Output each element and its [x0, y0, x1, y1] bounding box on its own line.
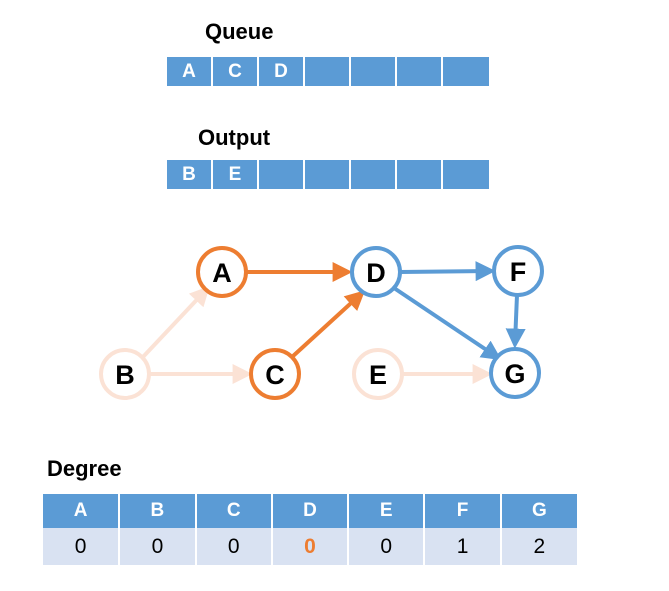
- output-strip: B E: [167, 160, 489, 189]
- output-cell[interactable]: [443, 160, 489, 189]
- degree-header-cell: A: [43, 494, 121, 528]
- degree-header-cell: G: [500, 494, 577, 528]
- graph-node-g-label: G: [504, 359, 525, 389]
- graph-node-b-label: B: [115, 360, 135, 390]
- degree-table: A B C D E F G 0 0 0 0 0 1 2: [43, 494, 577, 565]
- output-cell[interactable]: B: [167, 160, 213, 189]
- graph-node-c[interactable]: C: [249, 348, 301, 400]
- graph-node-g[interactable]: G: [489, 347, 541, 399]
- graph-node-c-label: C: [265, 360, 285, 390]
- graph-diagram: A B C D E F G: [99, 245, 544, 400]
- graph-node-d-label: D: [366, 258, 386, 288]
- output-cell[interactable]: [305, 160, 351, 189]
- queue-cell[interactable]: C: [213, 57, 259, 86]
- degree-header-row: A B C D E F G: [43, 494, 577, 528]
- degree-value-cell: 0: [119, 528, 197, 565]
- degree-value-cell: 0: [348, 528, 426, 565]
- degree-header-cell: F: [424, 494, 502, 528]
- degree-value-cell: 0: [195, 528, 273, 565]
- queue-cell[interactable]: A: [167, 57, 213, 86]
- queue-cell[interactable]: D: [259, 57, 305, 86]
- queue-cell[interactable]: [305, 57, 351, 86]
- graph-node-e-label: E: [369, 360, 387, 390]
- graph-edges: [140, 261, 526, 384]
- graph-node-f-label: F: [510, 257, 527, 287]
- edge-d-g: [392, 286, 502, 361]
- edge-f-g: [505, 294, 526, 349]
- graph-node-f[interactable]: F: [492, 245, 544, 297]
- degree-title: Degree: [47, 456, 122, 481]
- degree-header-cell: E: [348, 494, 426, 528]
- graph-node-a-label: A: [212, 258, 232, 288]
- edge-d-f: [399, 261, 496, 282]
- graph-node-a[interactable]: A: [196, 246, 248, 298]
- output-title: Output: [198, 125, 271, 150]
- queue-cell[interactable]: [397, 57, 443, 86]
- graph-node-b[interactable]: B: [99, 348, 151, 400]
- degree-value-row: 0 0 0 0 0 1 2: [43, 528, 577, 565]
- queue-cell[interactable]: [443, 57, 489, 86]
- edge-b-a: [140, 285, 210, 360]
- degree-header-cell: C: [195, 494, 273, 528]
- queue-cell[interactable]: [351, 57, 397, 86]
- graph-nodes: A B C D E F G: [99, 245, 544, 400]
- degree-header-cell: B: [119, 494, 197, 528]
- degree-value-cell: 2: [500, 528, 577, 565]
- output-cell[interactable]: [397, 160, 443, 189]
- output-cell[interactable]: E: [213, 160, 259, 189]
- output-cell[interactable]: [259, 160, 305, 189]
- queue-strip: A C D: [167, 57, 489, 86]
- graph-node-e[interactable]: E: [352, 348, 404, 400]
- degree-value-cell: 0: [271, 528, 350, 565]
- output-cell[interactable]: [351, 160, 397, 189]
- degree-value-cell: 1: [424, 528, 502, 565]
- edge-c-d: [290, 290, 366, 359]
- degree-header-cell: D: [271, 494, 350, 528]
- graph-node-d[interactable]: D: [350, 246, 402, 298]
- degree-value-cell: 0: [43, 528, 121, 565]
- queue-title: Queue: [205, 19, 274, 44]
